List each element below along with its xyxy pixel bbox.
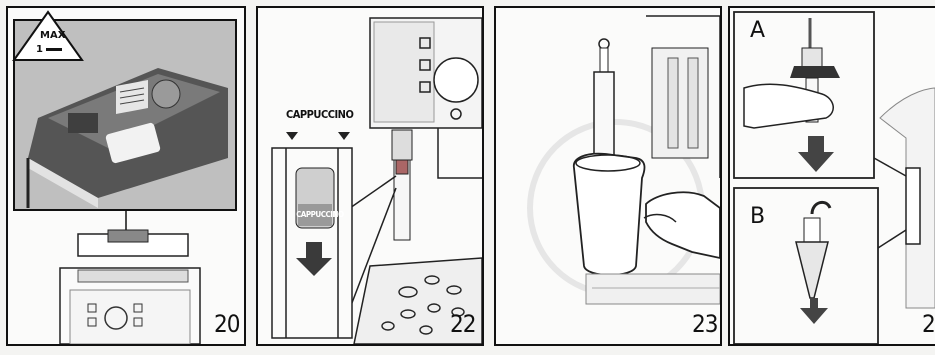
step-b-label: B: [750, 204, 765, 229]
figure-24-illustration: [730, 8, 935, 344]
figure-20-panel: MAX 1 20: [6, 6, 246, 346]
figure-number: 22: [450, 310, 475, 338]
figure-20-illustration: [8, 8, 244, 344]
figure-number: 23: [692, 310, 717, 338]
nozzle-cappuccino-label: CAPPUCCINO: [296, 210, 344, 219]
figure-22-illustration: [258, 8, 482, 344]
max-label: MAX: [40, 30, 65, 41]
scoop-icon: [46, 48, 62, 51]
step-a-label: A: [750, 18, 765, 43]
figure-24-panel: A B 2: [728, 6, 935, 346]
figure-number: 2: [922, 310, 935, 338]
figure-23-panel: 23: [494, 6, 722, 346]
max-level-label: 1: [36, 44, 43, 55]
cappuccino-position-label: CAPPUCCINO: [286, 108, 353, 121]
figure-number: 20: [214, 310, 239, 338]
figure-22-panel: CAPPUCCINO CAPPUCCINO 22: [256, 6, 484, 346]
figure-23-illustration: [496, 8, 720, 344]
